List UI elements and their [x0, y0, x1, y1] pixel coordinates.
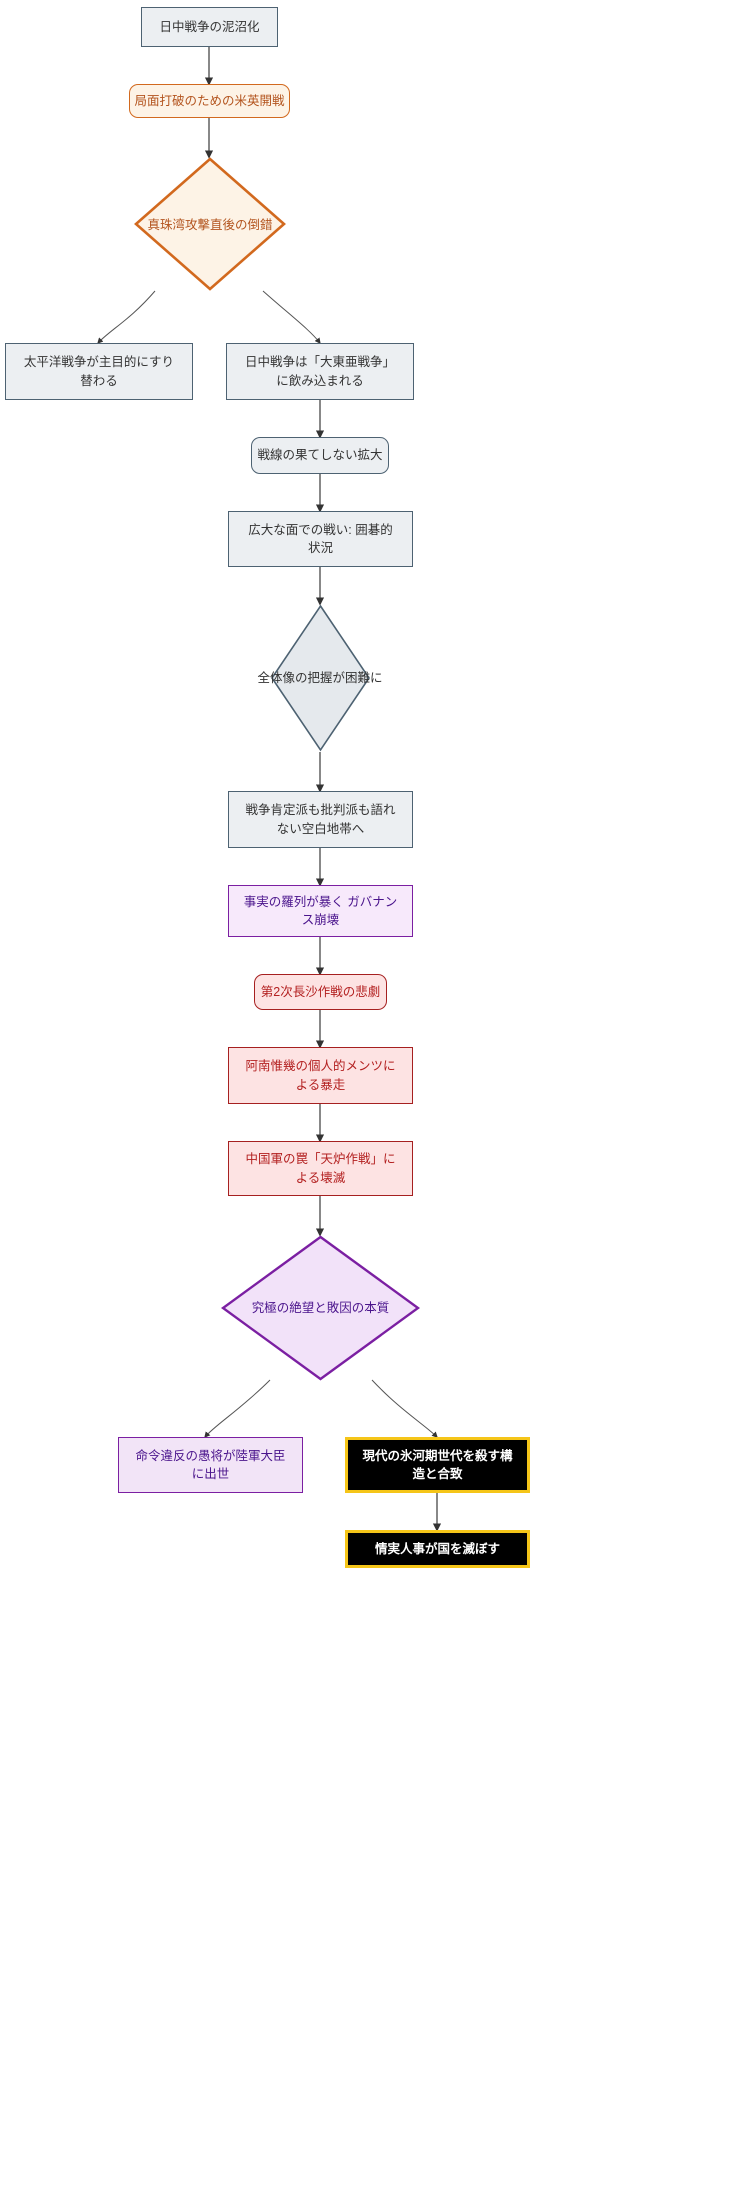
node-label: 日中戦争の泥沼化	[159, 19, 260, 34]
node-zentaizou-no-haaku-ga-konnan-ni[interactable]: 全体像の把握が困難に	[257, 604, 383, 752]
node-nitchu-sensou-no-dorunumaka[interactable]: 日中戦争の泥沼化	[141, 7, 278, 47]
node-label: 真珠湾攻撃直後の倒錯	[147, 218, 273, 232]
diamond-shape	[134, 157, 286, 291]
node-label: 全体像の把握が困難に	[257, 671, 383, 685]
node-label: 阿南惟幾の個人的メンツに よる暴走	[245, 1059, 396, 1092]
node-koudaina-men-igo-teki-joukyou[interactable]: 広大な面での戦い: 囲碁的 状況	[228, 511, 413, 567]
node-label: 日中戦争は「大東亜戦争」 に飲み込まれる	[244, 355, 395, 388]
node-governance-houkai[interactable]: 事実の羅列が暴く ガバナン ス崩壊	[228, 885, 413, 937]
node-label: 太平洋戦争が主目的にすり 替わる	[23, 355, 175, 388]
node-label: 情実人事が国を滅ぼす	[374, 1541, 500, 1556]
node-label: 事実の羅列が暴く ガバナン ス崩壊	[243, 894, 398, 927]
node-kyokumen-daha-beiei-kaisen[interactable]: 局面打破のための米英開戦	[129, 84, 290, 118]
node-anami-korechika-bousou[interactable]: 阿南惟幾の個人的メンツに よる暴走	[228, 1047, 413, 1104]
node-label: 中国軍の罠「天炉作戦」に よる壊滅	[245, 1152, 396, 1185]
node-label: 第2次長沙作戦の悲劇	[260, 984, 381, 999]
edge-n14-n15	[204, 1379, 271, 1438]
node-tenro-sakusen-kaimetsu[interactable]: 中国軍の罠「天炉作戦」に よる壊滅	[228, 1141, 413, 1196]
node-kuuhaku-chitai-e[interactable]: 戦争肯定派も批判派も語れ ない空白地帯へ	[228, 791, 413, 848]
node-joujitsu-jinji-ga-kuni-wo-horobosu[interactable]: 情実人事が国を滅ぼす	[345, 1530, 530, 1568]
node-sensen-no-hateshinai-kakudai[interactable]: 戦線の果てしない拡大	[251, 437, 389, 474]
edge-n3-n5	[262, 290, 321, 344]
node-label: 局面打破のための米英開戦	[134, 93, 285, 108]
node-meirei-ihan-no-gushou-shusse[interactable]: 命令違反の愚将が陸軍大臣 に出世	[118, 1437, 303, 1493]
node-label: 戦争肯定派も批判派も語れ ない空白地帯へ	[245, 803, 396, 836]
node-label: 究極の絶望と敗因の本質	[251, 1301, 390, 1315]
edge-n14-n16	[371, 1379, 438, 1438]
node-label: 現代の氷河期世代を殺す構 造と合致	[362, 1448, 513, 1481]
node-dai2ji-chousa-sakusen-no-higeki[interactable]: 第2次長沙作戦の悲劇	[254, 974, 387, 1010]
diamond-shape	[271, 604, 370, 752]
node-label: 戦線の果てしない拡大	[257, 448, 383, 463]
node-daitoa-sensou-ni-nomikomareru[interactable]: 日中戦争は「大東亜戦争」 に飲み込まれる	[226, 343, 414, 400]
node-hyougaki-sedai-kouzou-gatchi[interactable]: 現代の氷河期世代を殺す構 造と合致	[345, 1437, 530, 1493]
node-kyuukyoku-no-zetsubou-haiin[interactable]: 究極の絶望と敗因の本質	[221, 1235, 420, 1381]
edge-n3-n4	[97, 290, 156, 344]
diamond-shape	[221, 1235, 420, 1381]
node-label: 広大な面での戦い: 囲碁的 状況	[248, 522, 393, 555]
node-shinjuwan-chokugo-no-tousaku[interactable]: 真珠湾攻撃直後の倒錯	[134, 157, 286, 291]
node-taiheiyou-sensou-surikawaru[interactable]: 太平洋戦争が主目的にすり 替わる	[5, 343, 193, 400]
node-label: 命令違反の愚将が陸軍大臣 に出世	[135, 1448, 286, 1481]
